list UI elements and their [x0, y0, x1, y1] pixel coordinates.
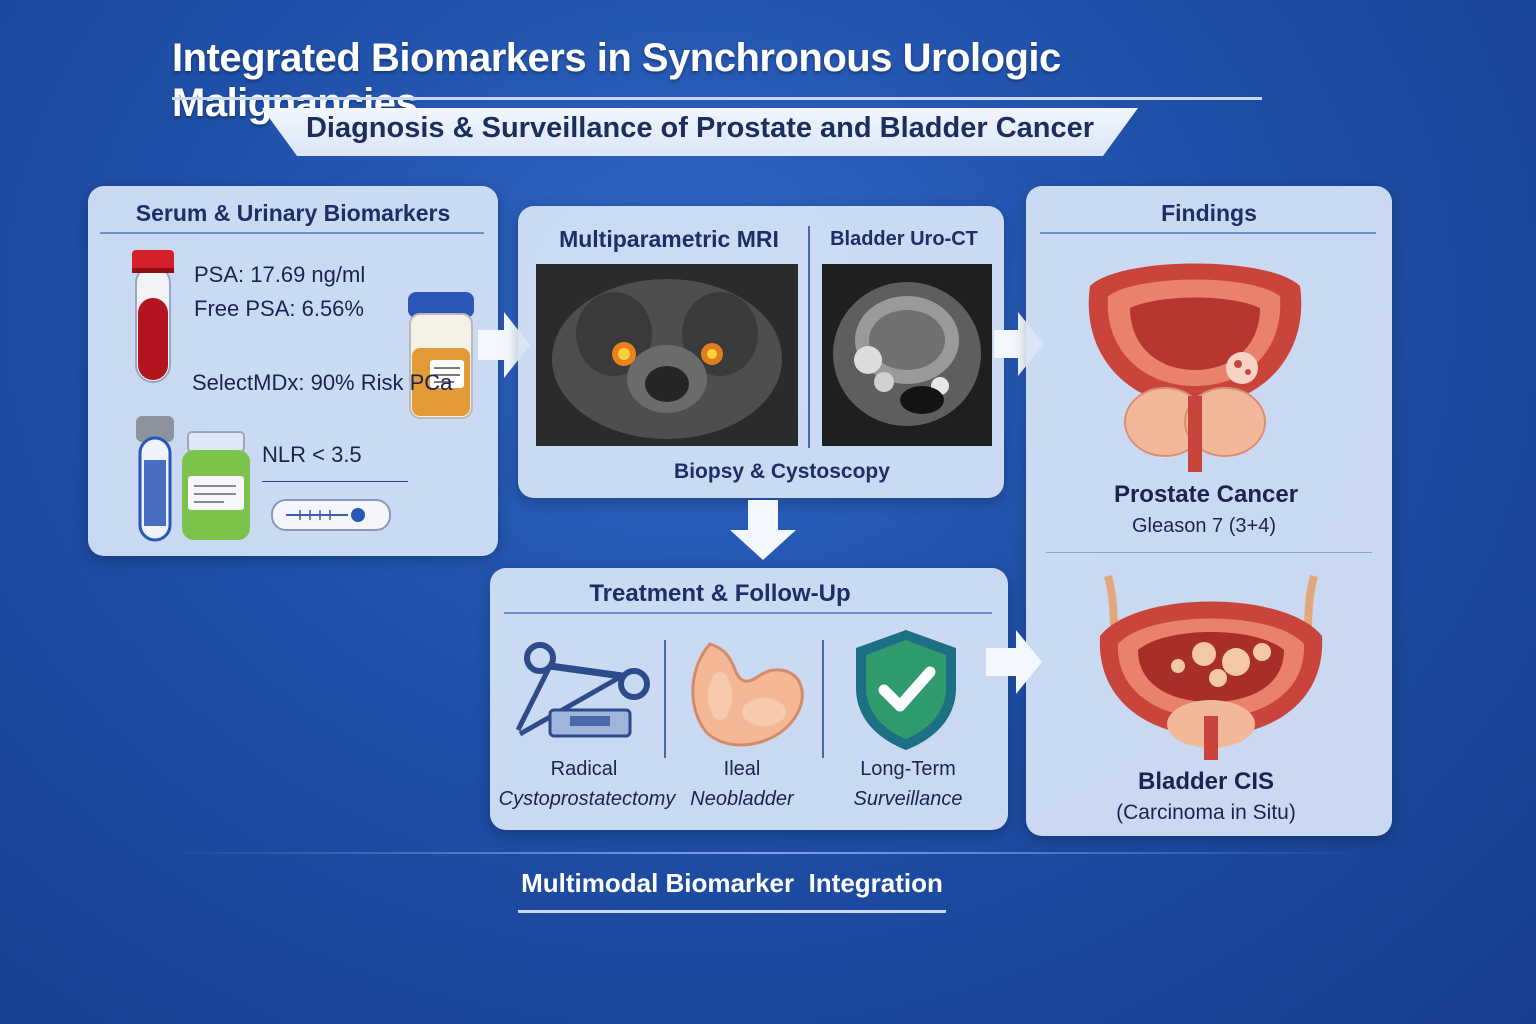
psa-value: PSA: 17.69 ng/ml: [194, 262, 366, 287]
arrow-right-icon: [994, 312, 1044, 376]
neobladder-icon: [691, 642, 804, 747]
treatment-item-2-line2: Neobladder: [690, 788, 794, 810]
bladder-title: Bladder CIS: [1137, 768, 1275, 795]
findings-section-divider: [1046, 552, 1372, 553]
treatment-separator: [664, 640, 666, 758]
page-title: Integrated Biomarkers in Synchronous Uro…: [172, 36, 1061, 125]
bladder-illustration: [1099, 574, 1323, 760]
prostate-detail: Gleason 7 (3+4): [1132, 515, 1276, 537]
arrow-right-icon: [986, 630, 1042, 694]
urine-tube-icon: [136, 416, 174, 542]
imaging-caption: Biopsy & Cystoscopy: [674, 460, 890, 483]
imaging-divider: [808, 226, 810, 448]
treatment-item-1-line1: Radical: [550, 758, 618, 780]
free-psa-value: Free PSA: 6.56%: [194, 296, 364, 321]
treatment-item-3-line2: Surveillance: [853, 788, 963, 810]
mri-scan-image: [536, 264, 798, 446]
specimen-jar-icon: [408, 292, 474, 419]
footer-divider: [160, 852, 1370, 854]
title-divider: [172, 97, 1262, 100]
subtitle-banner: [262, 108, 1138, 156]
arrow-right-icon: [478, 312, 530, 378]
nlr-divider: [262, 481, 408, 482]
culture-jar-icon: [182, 431, 250, 540]
treatment-item-1-line2: Cystoprostatectomy: [498, 788, 676, 810]
treatment-heading: Treatment & Follow-Up: [589, 580, 851, 607]
bladder-detail: (Carcinoma in Situ): [1116, 801, 1296, 824]
prostate-illustration: [1088, 263, 1302, 472]
nlr-value: NLR < 3.5: [262, 442, 362, 467]
uro-ct-image: [822, 264, 992, 446]
findings-divider: [1040, 232, 1376, 234]
page-subtitle: Diagnosis & Surveillance of Prostate and…: [305, 112, 1095, 144]
footer-underline: [518, 910, 946, 913]
treatment-separator: [822, 640, 824, 758]
footer-label: Multimodal Biomarker Integration: [521, 868, 943, 898]
biomarkers-heading: Serum & Urinary Biomarkers: [135, 200, 451, 226]
biomarkers-divider: [100, 232, 484, 234]
blood-tube-icon: [132, 250, 174, 383]
test-strip-icon: [271, 499, 391, 531]
ct-heading: Bladder Uro-CT: [830, 228, 978, 250]
findings-heading: Findings: [1161, 200, 1257, 226]
arrow-down-icon: [730, 500, 796, 560]
treatment-item-2-line1: Ileal: [723, 758, 761, 780]
mri-heading: Multiparametric MRI: [559, 226, 779, 252]
treatment-divider: [504, 612, 992, 614]
prostate-title: Prostate Cancer: [1113, 481, 1299, 508]
surgical-instruments-icon: [515, 642, 650, 738]
selectmdx-value: SelectMDx: 90% Risk PCa: [192, 370, 453, 395]
treatment-item-3-line1: Long-Term: [860, 758, 956, 780]
shield-check-icon: [856, 630, 956, 750]
